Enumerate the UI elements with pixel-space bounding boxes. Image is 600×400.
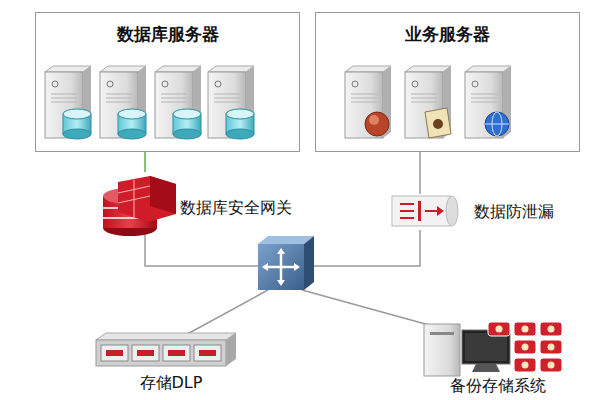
drive-bay-mark bbox=[199, 350, 216, 356]
gateway-icon bbox=[103, 176, 176, 236]
backup-tile bbox=[514, 322, 536, 336]
backup-tile-mark bbox=[522, 362, 529, 369]
server-group-panel: 数据库服务器 bbox=[35, 12, 300, 152]
connector-line bbox=[419, 152, 421, 194]
backup-tile-mark bbox=[548, 362, 555, 369]
backup-tile bbox=[540, 358, 562, 372]
server-icon bbox=[208, 66, 254, 139]
backup-tile bbox=[488, 322, 510, 336]
drive-bay-mark bbox=[106, 350, 123, 356]
backup-tile bbox=[514, 340, 536, 354]
server-icon bbox=[465, 66, 511, 138]
backup-tile bbox=[514, 358, 536, 372]
backup-tile-mark bbox=[522, 326, 529, 333]
network-wire bbox=[145, 230, 440, 338]
backup-tile bbox=[540, 340, 562, 354]
drive-bay bbox=[132, 345, 159, 361]
group-title: 业务服务器 bbox=[316, 23, 579, 46]
drive-bay-mark bbox=[168, 350, 185, 356]
server-icon bbox=[45, 66, 91, 139]
backup-tile-mark bbox=[548, 344, 555, 351]
backup-node: 备份存储系统 bbox=[410, 316, 586, 398]
connector-line bbox=[144, 152, 146, 172]
server-icon bbox=[345, 66, 391, 138]
node-label: 备份存储系统 bbox=[450, 376, 546, 397]
node-label: 数据防泄漏 bbox=[474, 202, 554, 223]
storage-dlp-node: 存储DLP bbox=[86, 330, 256, 398]
server-group-panel: 业务服务器 bbox=[315, 12, 580, 152]
switch-icon bbox=[258, 236, 314, 290]
drive-bay bbox=[101, 345, 128, 361]
storage-appliance-icon bbox=[96, 333, 236, 366]
node-label: 存储DLP bbox=[140, 373, 203, 394]
dlp-device-icon bbox=[392, 196, 458, 226]
backup-tile-mark bbox=[522, 344, 529, 351]
dlp-node: 数据防泄漏 bbox=[388, 194, 594, 230]
drive-bay-mark bbox=[137, 350, 154, 356]
gateway-node: 数据库安全网关 bbox=[100, 172, 310, 234]
group-title: 数据库服务器 bbox=[36, 23, 299, 46]
drive-bay bbox=[163, 345, 190, 361]
backup-system-icon bbox=[424, 324, 510, 376]
server-icon bbox=[100, 66, 146, 139]
backup-tile-mark bbox=[548, 326, 555, 333]
server-icon bbox=[155, 66, 201, 139]
node-label: 数据库安全网关 bbox=[180, 198, 292, 219]
backup-tile-mark bbox=[496, 326, 503, 333]
drive-bay bbox=[194, 345, 221, 361]
backup-tile bbox=[540, 322, 562, 336]
server-icon bbox=[405, 66, 451, 138]
